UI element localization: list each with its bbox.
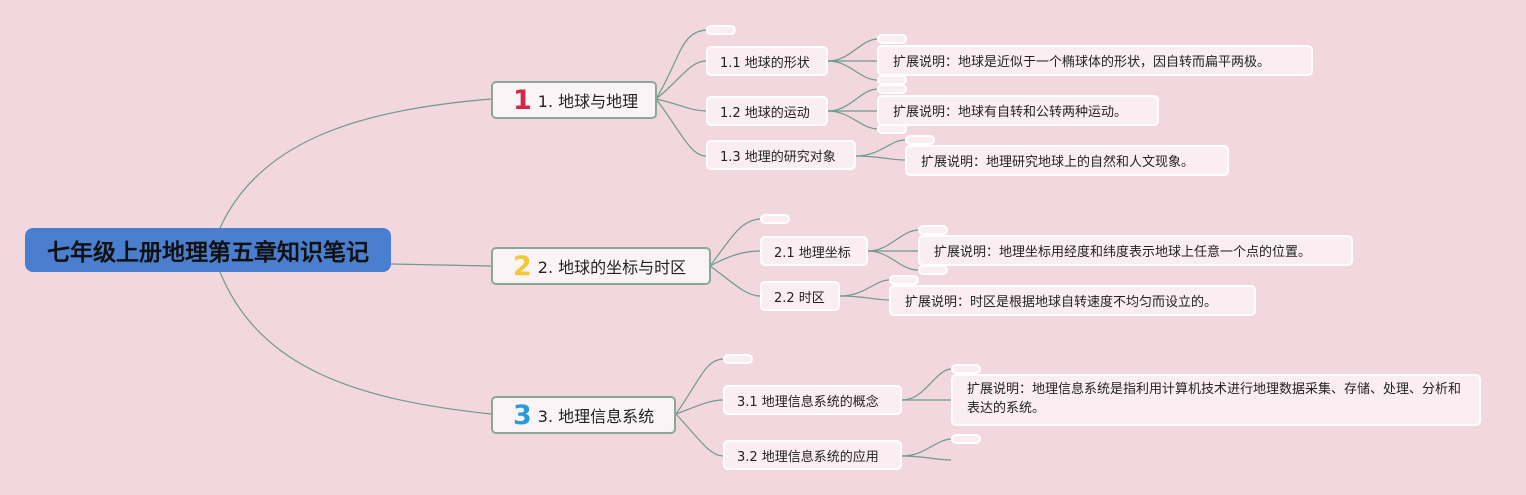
note-text: 扩展说明：地理研究地球上的自然和人文现象。 (921, 155, 1195, 170)
subtopic-2-2[interactable]: 2.2 时区 (760, 281, 840, 311)
empty-topic-stub[interactable] (723, 354, 753, 364)
empty-topic-stub[interactable] (905, 135, 935, 145)
edge-branch-1-child-3 (655, 98, 707, 157)
note-3-1[interactable]: 扩展说明：地理信息系统是指利用计算机技术进行地理数据采集、存储、处理、分析和表达… (951, 374, 1481, 426)
edge-root-branch-3 (219, 271, 492, 415)
subtopic-3-1[interactable]: 3.1 地理信息系统的概念 (723, 385, 902, 415)
subtopic-1-2[interactable]: 1.2 地球的运动 (706, 96, 828, 126)
note-2-2[interactable]: 扩展说明：时区是根据地球自转速度不均匀而设立的。 (889, 285, 1256, 316)
empty-topic-stub[interactable] (877, 124, 907, 134)
note-1-1[interactable]: 扩展说明：地球是近似于一个椭球体的形状，因自转而扁平两极。 (877, 45, 1313, 76)
subtopic-2-1[interactable]: 2.1 地理坐标 (760, 236, 868, 266)
branch-2-topic[interactable]: 2 2. 地球的坐标与时区 (491, 247, 711, 285)
edge-root-branch-1 (219, 98, 492, 229)
edge-root-branch-2 (390, 263, 492, 267)
empty-topic-stub[interactable] (706, 25, 736, 35)
empty-topic-stub[interactable] (951, 364, 981, 374)
edge-branch-1-child-1 (655, 60, 707, 100)
subtopic-label: 2.1 地理坐标 (774, 245, 851, 261)
branch-1-topic[interactable]: 1 1. 地球与地理 (491, 81, 657, 119)
note-text: 扩展说明：时区是根据地球自转速度不均匀而设立的。 (905, 295, 1218, 310)
number-one-icon: 1 (513, 84, 532, 116)
note-2-1[interactable]: 扩展说明：地理坐标用经度和纬度表示地球上任意一个点的位置。 (918, 235, 1353, 266)
subtopic-label: 1.3 地理的研究对象 (720, 149, 836, 165)
note-text: 扩展说明：地理信息系统是指利用计算机技术进行地理数据采集、存储、处理、分析和表达… (967, 382, 1462, 416)
number-two-icon: 2 (513, 250, 532, 282)
note-text: 扩展说明：地球有自转和公转两种运动。 (893, 105, 1128, 120)
root-topic[interactable]: 七年级上册地理第五章知识笔记 (25, 228, 391, 272)
branch-3-label: 3. 地理信息系统 (537, 407, 655, 426)
note-text: 扩展说明：地理坐标用经度和纬度表示地球上任意一个点的位置。 (934, 245, 1312, 260)
empty-topic-stub[interactable] (951, 434, 981, 444)
empty-topic-stub[interactable] (760, 214, 790, 224)
edge-branch-1-stub (655, 29, 707, 100)
branch-3-topic[interactable]: 3 3. 地理信息系统 (491, 396, 676, 434)
subtopic-label: 3.1 地理信息系统的概念 (737, 394, 879, 410)
subtopic-1-1[interactable]: 1.1 地球的形状 (706, 46, 828, 76)
subtopic-label: 3.2 地理信息系统的应用 (737, 449, 879, 465)
root-title: 七年级上册地理第五章知识笔记 (47, 240, 369, 266)
subtopic-label: 1.2 地球的运动 (720, 105, 810, 121)
edge-branch-1-child-2 (655, 98, 707, 112)
subtopic-label: 2.2 时区 (774, 290, 825, 306)
empty-topic-stub[interactable] (877, 34, 907, 44)
note-1-3[interactable]: 扩展说明：地理研究地球上的自然和人文现象。 (905, 145, 1229, 176)
empty-topic-stub[interactable] (889, 275, 919, 285)
empty-topic-stub[interactable] (877, 84, 907, 94)
subtopic-3-2[interactable]: 3.2 地理信息系统的应用 (723, 440, 902, 470)
empty-topic-stub[interactable] (918, 265, 948, 275)
note-text: 扩展说明：地球是近似于一个椭球体的形状，因自转而扁平两极。 (893, 55, 1271, 70)
branch-2-label: 2. 地球的坐标与时区 (537, 258, 687, 277)
subtopic-1-3[interactable]: 1.3 地理的研究对象 (706, 140, 856, 170)
number-three-icon: 3 (513, 399, 532, 431)
branch-1-label: 1. 地球与地理 (537, 92, 639, 111)
subtopic-label: 1.1 地球的形状 (720, 55, 810, 71)
empty-topic-stub[interactable] (918, 225, 948, 235)
note-1-2[interactable]: 扩展说明：地球有自转和公转两种运动。 (877, 95, 1159, 126)
